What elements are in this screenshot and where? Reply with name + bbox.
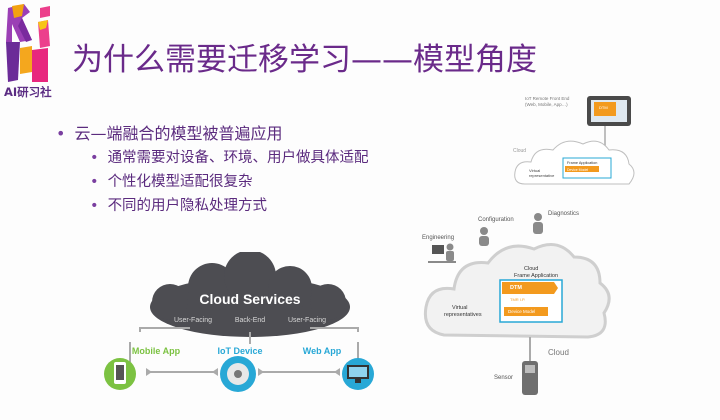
- bullet-level2: • 不同的用户隐私处理方式: [90, 194, 267, 215]
- tier-label: User-Facing: [288, 317, 326, 324]
- bullet-dot: •: [56, 124, 66, 143]
- device-model-box: [504, 307, 548, 316]
- frame-application-label: Frame Application: [514, 273, 558, 279]
- bullet-dot: •: [90, 198, 99, 214]
- representatives-label: representatives: [444, 312, 482, 318]
- tier-label: User-Facing: [174, 317, 212, 324]
- bullet-text: 个性化模型适配很复杂: [107, 174, 253, 190]
- disc-icon: [220, 356, 256, 392]
- connector-lines: [129, 327, 359, 373]
- screen-label: DTM: [599, 105, 608, 110]
- configuration-label: Configuration: [478, 217, 514, 223]
- bullet-level1: • 云—端融合的模型被普遍应用: [56, 120, 282, 144]
- iot-cloud-diagram: Configuration Diagnostics Engineering Cl…: [422, 211, 611, 395]
- arrow-head: [334, 368, 340, 376]
- dtm-label: DTM: [510, 285, 522, 291]
- bullet-level2: • 个性化模型适配很复杂: [90, 170, 253, 191]
- engineering-label: Engineering: [422, 235, 454, 241]
- device-model-label: Device Model: [567, 168, 588, 172]
- remote-box-subtitle: (Web, Mobile, App…): [525, 102, 568, 107]
- iot-device-label: IoT Device: [217, 346, 262, 356]
- iot-remote-diagram: IoT Remote Front End (Web, Mobile, App…)…: [513, 96, 635, 185]
- cloud-app-label: Cloud: [524, 266, 538, 272]
- bullet-level2: • 通常需要对设备、环境、用户做具体适配: [90, 146, 369, 167]
- sensor-icon: [522, 361, 538, 395]
- device-model-label: Device Model: [508, 309, 535, 314]
- person-icon: [533, 213, 543, 234]
- logo-text: AI研习社: [4, 85, 52, 99]
- ai-logo: [6, 4, 50, 82]
- engineer-desk-icon: [428, 243, 456, 263]
- web-app-label: Web App: [303, 346, 342, 356]
- tablet-icon: [587, 96, 631, 126]
- dtm-sub-label: TMR I.P.: [510, 297, 525, 302]
- monitor-icon: [342, 358, 374, 390]
- cloud-services-diagram: Cloud Services User-Facing Back-End User…: [104, 252, 374, 392]
- page-title: 为什么需要迁移学习——模型角度: [72, 42, 537, 78]
- bullet-text: 不同的用户隐私处理方式: [107, 198, 268, 214]
- sensor-label: Sensor: [494, 375, 513, 381]
- cloud-label: Cloud: [548, 348, 569, 357]
- app-label: Frame Application: [567, 161, 597, 165]
- dtm-banner: [502, 282, 558, 294]
- person-icon: [479, 227, 489, 246]
- bullet-text: 通常需要对设备、环境、用户做具体适配: [107, 150, 369, 166]
- arrow-head: [212, 368, 218, 376]
- arrow-head: [258, 368, 264, 376]
- bullet-text: 云—端融合的模型被普遍应用: [74, 124, 283, 143]
- cloud-services-cloud: [150, 252, 350, 337]
- cloud-services-title: Cloud Services: [199, 291, 300, 307]
- diagnostics-label: Diagnostics: [548, 211, 579, 217]
- bullet-dot: •: [90, 174, 99, 190]
- representative-label: representative: [529, 173, 555, 178]
- phone-icon: [104, 358, 136, 390]
- virtual-label: Virtual: [452, 305, 468, 311]
- app-box-accent: [565, 166, 599, 172]
- bullet-dot: •: [90, 150, 99, 166]
- remote-box-title: IoT Remote Front End: [525, 96, 570, 101]
- virtual-label: Virtual: [529, 168, 540, 173]
- tier-label: Back-End: [235, 317, 265, 324]
- mobile-app-label: Mobile App: [132, 346, 181, 356]
- cloud-label: Cloud: [513, 148, 526, 154]
- arrow-head: [146, 368, 152, 376]
